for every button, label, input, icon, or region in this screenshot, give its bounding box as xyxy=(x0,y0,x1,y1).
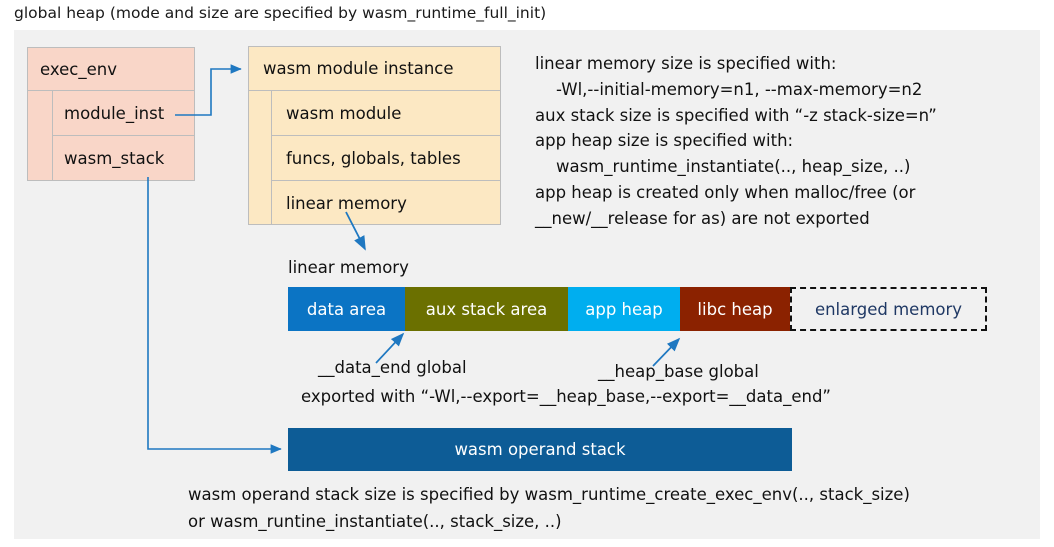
exec-env-row-module-inst: module_inst xyxy=(53,91,194,136)
exec-env-box: exec_env module_inst wasm_stack xyxy=(27,47,195,181)
module-instance-row-wasm-module: wasm module xyxy=(272,91,500,136)
module-instance-row-funcs-globals-tables: funcs, globals, tables xyxy=(272,136,500,181)
linear-memory-label: linear memory xyxy=(288,258,409,277)
annotation-data-end: __data_end global xyxy=(318,358,467,377)
module-instance-row-linear-memory: linear memory xyxy=(286,194,407,213)
memory-segment-enlarged-memory: enlarged memory xyxy=(790,287,987,331)
exec-env-row-wasm-stack: wasm_stack xyxy=(64,149,165,168)
memory-segment-libc-heap: libc heap xyxy=(680,287,790,331)
module-instance-header: wasm module instance xyxy=(249,47,500,91)
exec-env-gutter xyxy=(28,91,53,181)
wasm-module-instance-box: wasm module instance wasm module funcs, … xyxy=(248,46,501,225)
annotation-heap-base: __heap_base global xyxy=(598,362,759,381)
memory-segment-app-heap: app heap xyxy=(568,287,680,331)
memory-segment-aux-stack-area: aux stack area xyxy=(405,287,568,331)
operand-stack-notes: wasm operand stack size is specified by … xyxy=(188,485,910,531)
linear-memory-notes: linear memory size is specified with: -W… xyxy=(535,54,937,228)
memory-segment-data-area: data area xyxy=(288,287,405,331)
exec-env-header: exec_env xyxy=(28,48,194,91)
wasm-operand-stack-bar: wasm operand stack xyxy=(288,428,792,471)
annotation-exported-with: exported with “-Wl,--export=__heap_base,… xyxy=(301,387,831,406)
module-instance-gutter xyxy=(249,91,272,224)
page-title: global heap (mode and size are specified… xyxy=(14,4,547,22)
